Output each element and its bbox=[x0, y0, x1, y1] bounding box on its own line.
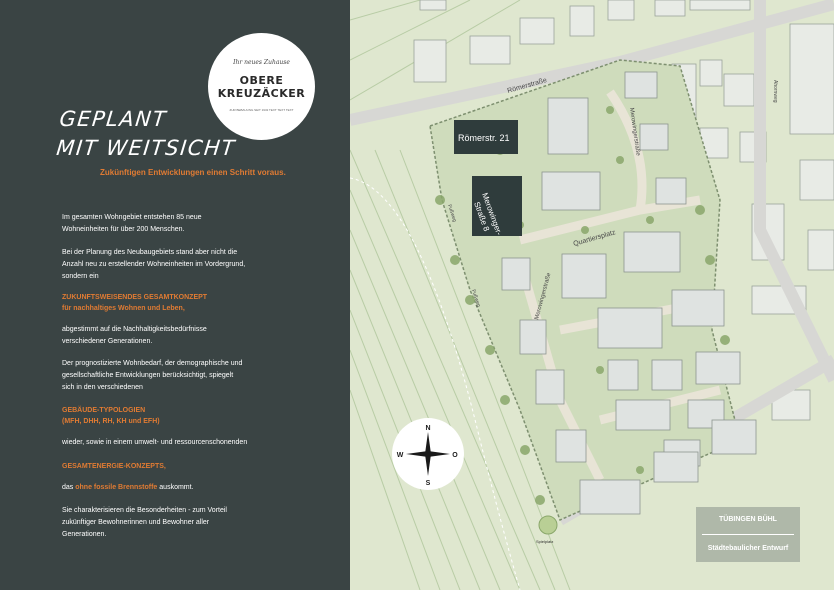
headline-line1: GEPLANT bbox=[58, 107, 169, 131]
compass-rose-icon: N S W O bbox=[397, 425, 459, 487]
label-fussweg-1: Fußweg bbox=[446, 204, 457, 223]
paragraph-2-line-2: Anzahl neu zu erstellender Wohneinheiten… bbox=[62, 261, 246, 268]
paragraph-3: abgestimmt auf die Nachhaltigkeitsbedürf… bbox=[62, 324, 302, 348]
site-plan-svg: Römerstr. 21 Merowinger- Straße 8 Römers… bbox=[350, 0, 834, 590]
paragraph-1-line-1: Im gesamten Wohngebiet entstehen 85 neue bbox=[62, 214, 202, 221]
paragraph-7-line-3: Generationen. bbox=[62, 531, 107, 538]
compass: N S W O bbox=[392, 418, 464, 490]
logo-name-line1: OBERE bbox=[239, 74, 284, 87]
block-merowinger-8 bbox=[472, 176, 522, 236]
subline: Zukünftigen Entwicklungen einen Schritt … bbox=[100, 168, 286, 177]
paragraph-4-line-2: gesellschaftliche Entwicklungen berücksi… bbox=[62, 372, 234, 379]
headline: GEPLANT MIT WEITSICHT bbox=[55, 105, 240, 163]
neighbor-buildings bbox=[413, 0, 834, 421]
paragraph-6: das ohne fossile Brennstoffe auskommt. bbox=[62, 482, 302, 494]
block-roemerstr-21 bbox=[454, 120, 518, 154]
compass-n: N bbox=[425, 425, 430, 432]
highlight-1-line-1: ZUKUNFTSWEISENDES GESAMTKONZEPT bbox=[62, 294, 208, 301]
logo-script-text: Ihr neues Zuhause bbox=[233, 59, 290, 66]
label-roemerstr-21: Römerstr. 21 bbox=[458, 133, 510, 143]
paragraph-3-line-1: abgestimmt auf die Nachhaltigkeitsbedürf… bbox=[62, 326, 207, 333]
highlight-1-line-2: für nachhaltiges Wohnen und Leben, bbox=[62, 305, 185, 312]
site-plan-map: Römerstr. 21 Merowinger- Straße 8 Römers… bbox=[350, 0, 834, 590]
highlight-1: ZUKUNFTSWEISENDES GESAMTKONZEPT für nach… bbox=[62, 292, 302, 314]
paragraph-3-line-2: verschiedener Generationen. bbox=[62, 338, 153, 345]
logo-small-text: ZUR BEBAUUNG SEIT 1932 TEXT TEXT TEXT bbox=[229, 108, 294, 112]
paragraph-2: Bei der Planung des Neubaugebiets stand … bbox=[62, 247, 302, 283]
highlight-2-line-1: GEBÄUDE-TYPOLOGIEN bbox=[62, 407, 146, 414]
playground-area bbox=[538, 515, 558, 535]
paragraph-2-line-3: sondern ein bbox=[62, 273, 99, 280]
location-title: TÜBINGEN BÜHL bbox=[719, 516, 777, 523]
label-right-street: Ahornweg bbox=[772, 80, 778, 103]
paragraph-6-suffix: auskommt. bbox=[159, 484, 194, 491]
highlight-2-line-2: (MFH, DHH, RH, KH und EFH) bbox=[62, 418, 160, 425]
highlight-3: GESAMTENERGIE-KONZEPTS, bbox=[62, 463, 166, 470]
paragraph-4-line-3: sich in den verschiedenen bbox=[62, 384, 143, 391]
logo-name: OBERE KREUZÄCKER bbox=[208, 74, 315, 100]
logo-name-line2: KREUZÄCKER bbox=[217, 87, 306, 100]
headline-line2: MIT WEITSICHT bbox=[55, 136, 237, 160]
location-subtitle: Städtebaulicher Entwurf bbox=[707, 545, 789, 552]
highlight-2: GEBÄUDE-TYPOLOGIEN (MFH, DHH, RH, KH und… bbox=[62, 405, 302, 427]
project-logo: Ihr neues Zuhause OBERE KREUZÄCKER ZUR B… bbox=[208, 33, 315, 140]
compass-o: O bbox=[452, 452, 458, 459]
info-box-divider bbox=[702, 534, 794, 535]
paragraph-4-line-1: Der prognostizierte Wohnbedarf, der demo… bbox=[62, 360, 243, 367]
paragraph-1: Im gesamten Wohngebiet entstehen 85 neue… bbox=[62, 212, 302, 236]
paragraph-2-line-1: Bei der Planung des Neubaugebiets stand … bbox=[62, 249, 238, 256]
compass-s: S bbox=[426, 480, 431, 487]
compass-w: W bbox=[397, 452, 404, 459]
paragraph-7: Sie charakterisieren die Besonderheiten … bbox=[62, 505, 302, 541]
paragraph-4: Der prognostizierte Wohnbedarf, der demo… bbox=[62, 358, 302, 394]
paragraph-6-highlight: ohne fossile Brennstoffe bbox=[75, 484, 158, 491]
paragraph-7-line-1: Sie charakterisieren die Besonderheiten … bbox=[62, 507, 227, 514]
plan-buildings bbox=[501, 71, 757, 515]
info-panel: Ihr neues Zuhause OBERE KREUZÄCKER ZUR B… bbox=[0, 0, 350, 590]
trees bbox=[435, 106, 730, 505]
label-playground: Spielplatz bbox=[536, 539, 553, 544]
paragraph-1-line-2: Wohneinheiten für über 200 Menschen. bbox=[62, 226, 185, 233]
paragraph-5: wieder, sowie in einem umwelt- und resso… bbox=[62, 439, 248, 446]
paragraph-7-line-2: zukünftiger Bewohnerinnen und Bewohner a… bbox=[62, 519, 210, 526]
path-trace bbox=[350, 177, 521, 590]
paragraph-6-prefix: das bbox=[62, 484, 74, 491]
label-fussweg-2: Fußweg bbox=[470, 289, 481, 308]
location-info-box: TÜBINGEN BÜHL Städtebaulicher Entwurf bbox=[696, 507, 800, 562]
